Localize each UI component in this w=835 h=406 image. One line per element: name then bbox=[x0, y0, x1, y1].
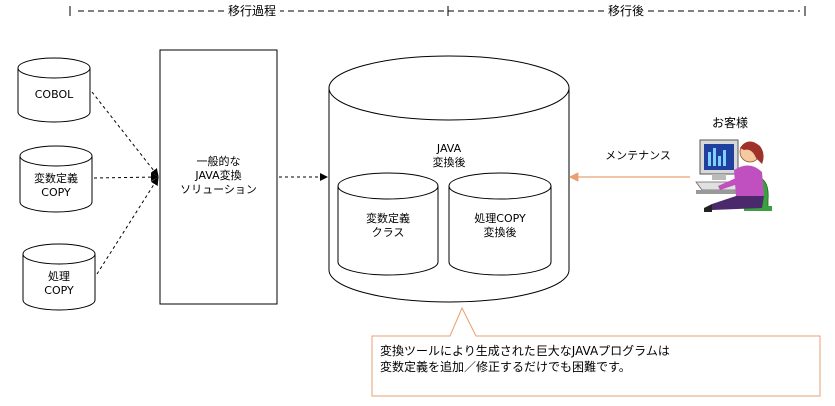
phase-after-migration: 移行後 bbox=[604, 4, 649, 18]
phase-migration-process: 移行過程 bbox=[224, 4, 281, 18]
callout-line-2: 変数定義を追加／修正するだけでも困難です。 bbox=[380, 360, 631, 374]
callout-box bbox=[371, 306, 821, 397]
callout-line-1: 変換ツールにより生成された巨大なJAVAプログラムは bbox=[380, 344, 670, 358]
solution-box bbox=[159, 49, 278, 305]
java-label: JAVA 変換後 bbox=[432, 142, 466, 169]
process-converted-cylinder bbox=[448, 172, 552, 276]
process-converted-label: 処理COPY 変換後 bbox=[474, 212, 526, 239]
maintenance-label: メンテナンス bbox=[605, 149, 671, 162]
variable-def-copy-label: 変数定義 COPY bbox=[34, 172, 78, 199]
solution-label: 一般的な JAVA変換 ソリューション bbox=[180, 155, 257, 196]
source-arrows bbox=[91, 91, 159, 275]
phase-header bbox=[69, 6, 806, 16]
process-copy-label: 処理 COPY bbox=[44, 270, 74, 297]
customer-icon bbox=[695, 139, 772, 212]
callout-text: 変換ツールにより生成された巨大なJAVAプログラムは 変数定義を追加／修正するだ… bbox=[380, 343, 820, 375]
customer-label: お客様 bbox=[711, 116, 748, 130]
cobol-label: COBOL bbox=[34, 88, 74, 101]
class-cylinder-label: 変数定義 クラス bbox=[366, 212, 410, 239]
variable-def-copy-cylinder bbox=[19, 145, 93, 213]
process-copy-cylinder bbox=[22, 243, 96, 311]
cobol-cylinder bbox=[17, 57, 91, 123]
class-cylinder bbox=[337, 172, 439, 276]
